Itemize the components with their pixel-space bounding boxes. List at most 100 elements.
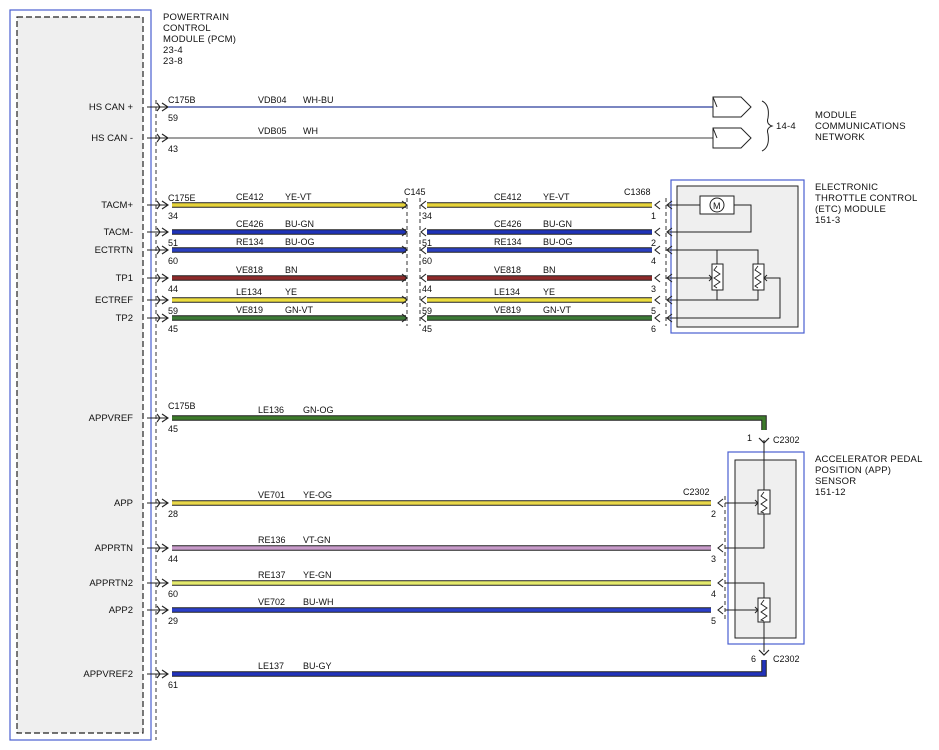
pcm-pin-label-appvref: APPVREF (89, 413, 134, 424)
pin-arrow-icon (147, 273, 169, 283)
wire-color-tacmn-b: BU-GN (543, 219, 572, 229)
connector-c175b: C175B (168, 401, 196, 411)
pin-arrow-icon (654, 200, 661, 210)
circuit-id-tacmn-b: CE426 (494, 219, 522, 229)
circuit-id-appvref: LE136 (258, 405, 284, 415)
mid-pin-number-ectrtn: 60 (422, 256, 432, 266)
end-pin-number-apprtn: 3 (711, 554, 716, 564)
wire-core (172, 660, 766, 676)
end-pin-number-ectrtn: 4 (651, 256, 656, 266)
pcm-pin-label-ectrtn: ECTRTN (95, 245, 133, 256)
wire-appvref (172, 415, 767, 430)
wire-color-ectref: YE (285, 287, 297, 297)
pin-arrow-icon (147, 498, 169, 508)
network-label-line: COMMUNICATIONS (815, 121, 906, 132)
pcm-pin-number-apprtn2: 60 (168, 589, 178, 599)
pin-arrow-icon (401, 227, 408, 237)
motor-label: M (713, 201, 721, 211)
pcm-pin-label-app: APP (114, 498, 133, 509)
app-sensor-label-line: ACCELERATOR PEDAL (815, 454, 923, 465)
pcm-pin-number-hscann: 43 (168, 144, 178, 154)
connector-c2302: C2302 (683, 487, 710, 497)
pin-arrow-icon (156, 578, 161, 588)
circuit-id-tp1-b: VE818 (494, 265, 521, 275)
circuit-id-hscann: VDB05 (258, 126, 287, 136)
pin-arrow-icon (156, 498, 161, 508)
pin-arrow-icon (156, 227, 161, 237)
etc-module: M (668, 179, 805, 334)
mid-pin-number-tacmn: 51 (422, 238, 432, 248)
app-sensor-label-line: POSITION (APP) (815, 465, 891, 476)
connector-c145: C145 (404, 187, 426, 197)
end-pin-number-ectref: 5 (651, 306, 656, 316)
end-pin-number-appvref: 1 (747, 433, 752, 443)
app-sensor-label: ACCELERATOR PEDAL POSITION (APP) SENSOR … (815, 454, 923, 498)
end-pin-number-tp1: 3 (651, 284, 656, 294)
pin-arrow-icon (401, 200, 408, 210)
circuit-id-tp1: VE818 (236, 265, 263, 275)
pin-arrow-icon (156, 273, 161, 283)
pin-arrow-icon (654, 313, 661, 323)
pcm-pin-label-app2: APP2 (109, 605, 133, 616)
etc-label-line: ELECTRONIC (815, 182, 878, 193)
wire-color-app2: BU-WH (303, 597, 334, 607)
mid-pin-number-tacmp: 34 (422, 211, 432, 221)
connector-arrow-icon (758, 649, 770, 656)
pin-arrow-icon (401, 273, 408, 283)
mid-pin-number-ectref: 59 (422, 306, 432, 316)
pin-arrow-icon (654, 273, 661, 283)
end-pin-number-app2: 5 (711, 616, 716, 626)
circuit-id-tacmn: CE426 (236, 219, 264, 229)
pin-arrow-icon (147, 413, 169, 423)
pcm-pin-label-hscanp: HS CAN + (89, 102, 134, 113)
circuit-id-app: VE701 (258, 490, 285, 500)
circuit-id-tacmp-b: CE412 (494, 192, 522, 202)
wire-color-tp2: GN-VT (285, 305, 314, 315)
circuit-id-ectref: LE134 (236, 287, 262, 297)
connector-arrow-icon (758, 437, 770, 444)
circuit-id-ectrtn-b: RE134 (494, 237, 522, 247)
network-connector-icon (712, 96, 752, 118)
pcm-pin-label-ectref: ECTREF (95, 295, 133, 306)
wire-color-ectref-b: YE (543, 287, 555, 297)
etc-label: ELECTRONIC THROTTLE CONTROL (ETC) MODULE… (815, 182, 917, 226)
circuit-id-app2: VE702 (258, 597, 285, 607)
wire-color-ectrtn-b: BU-OG (543, 237, 573, 247)
wire-color-app: YE-OG (303, 490, 332, 500)
app-sensor-label-line: 151-12 (815, 487, 846, 498)
mid-pin-number-tp1: 44 (422, 284, 432, 294)
circuit-id-tacmp: CE412 (236, 192, 264, 202)
pin-arrow-icon (147, 578, 169, 588)
pin-arrow-icon (666, 313, 673, 323)
pcm-title-line: 23-4 (163, 45, 183, 56)
pcm-pin-number-tacmp: 34 (168, 211, 178, 221)
pin-arrow-icon (420, 227, 427, 237)
wire-color-appvref: GN-OG (303, 405, 334, 415)
app-sensor (725, 437, 805, 656)
pcm-title-line: POWERTRAIN (163, 12, 229, 23)
circuit-id-apprtn: RE136 (258, 535, 286, 545)
pin-arrow-icon (156, 245, 161, 255)
end-pin-number-appvref2: 6 (751, 654, 756, 664)
end-pin-number-tacmp: 1 (651, 211, 656, 221)
circuit-id-appvref2: LE137 (258, 661, 284, 671)
circuit-id-hscanp: VDB04 (258, 95, 287, 105)
pedal-sensor-1-icon (752, 489, 771, 515)
pin-arrow-icon (717, 578, 724, 588)
wire-color-tacmp: YE-VT (285, 192, 312, 202)
pin-arrow-icon (156, 200, 161, 210)
pin-arrow-icon (420, 313, 427, 323)
pin-arrow-icon (717, 498, 724, 508)
pin-arrow-icon (666, 295, 673, 305)
pin-arrow-icon (717, 605, 724, 615)
pin-arrow-icon (147, 669, 169, 679)
pin-arrow-icon (147, 605, 169, 615)
pcm-pin-label-appvref2: APPVREF2 (83, 669, 133, 680)
wire-color-tp1: BN (285, 265, 298, 275)
pin-arrow-icon (401, 295, 408, 305)
pin-arrow-icon (147, 313, 169, 323)
pin-arrow-icon (420, 200, 427, 210)
pcm-pin-number-ectref: 59 (168, 306, 178, 316)
network-label-line: NETWORK (815, 132, 865, 143)
